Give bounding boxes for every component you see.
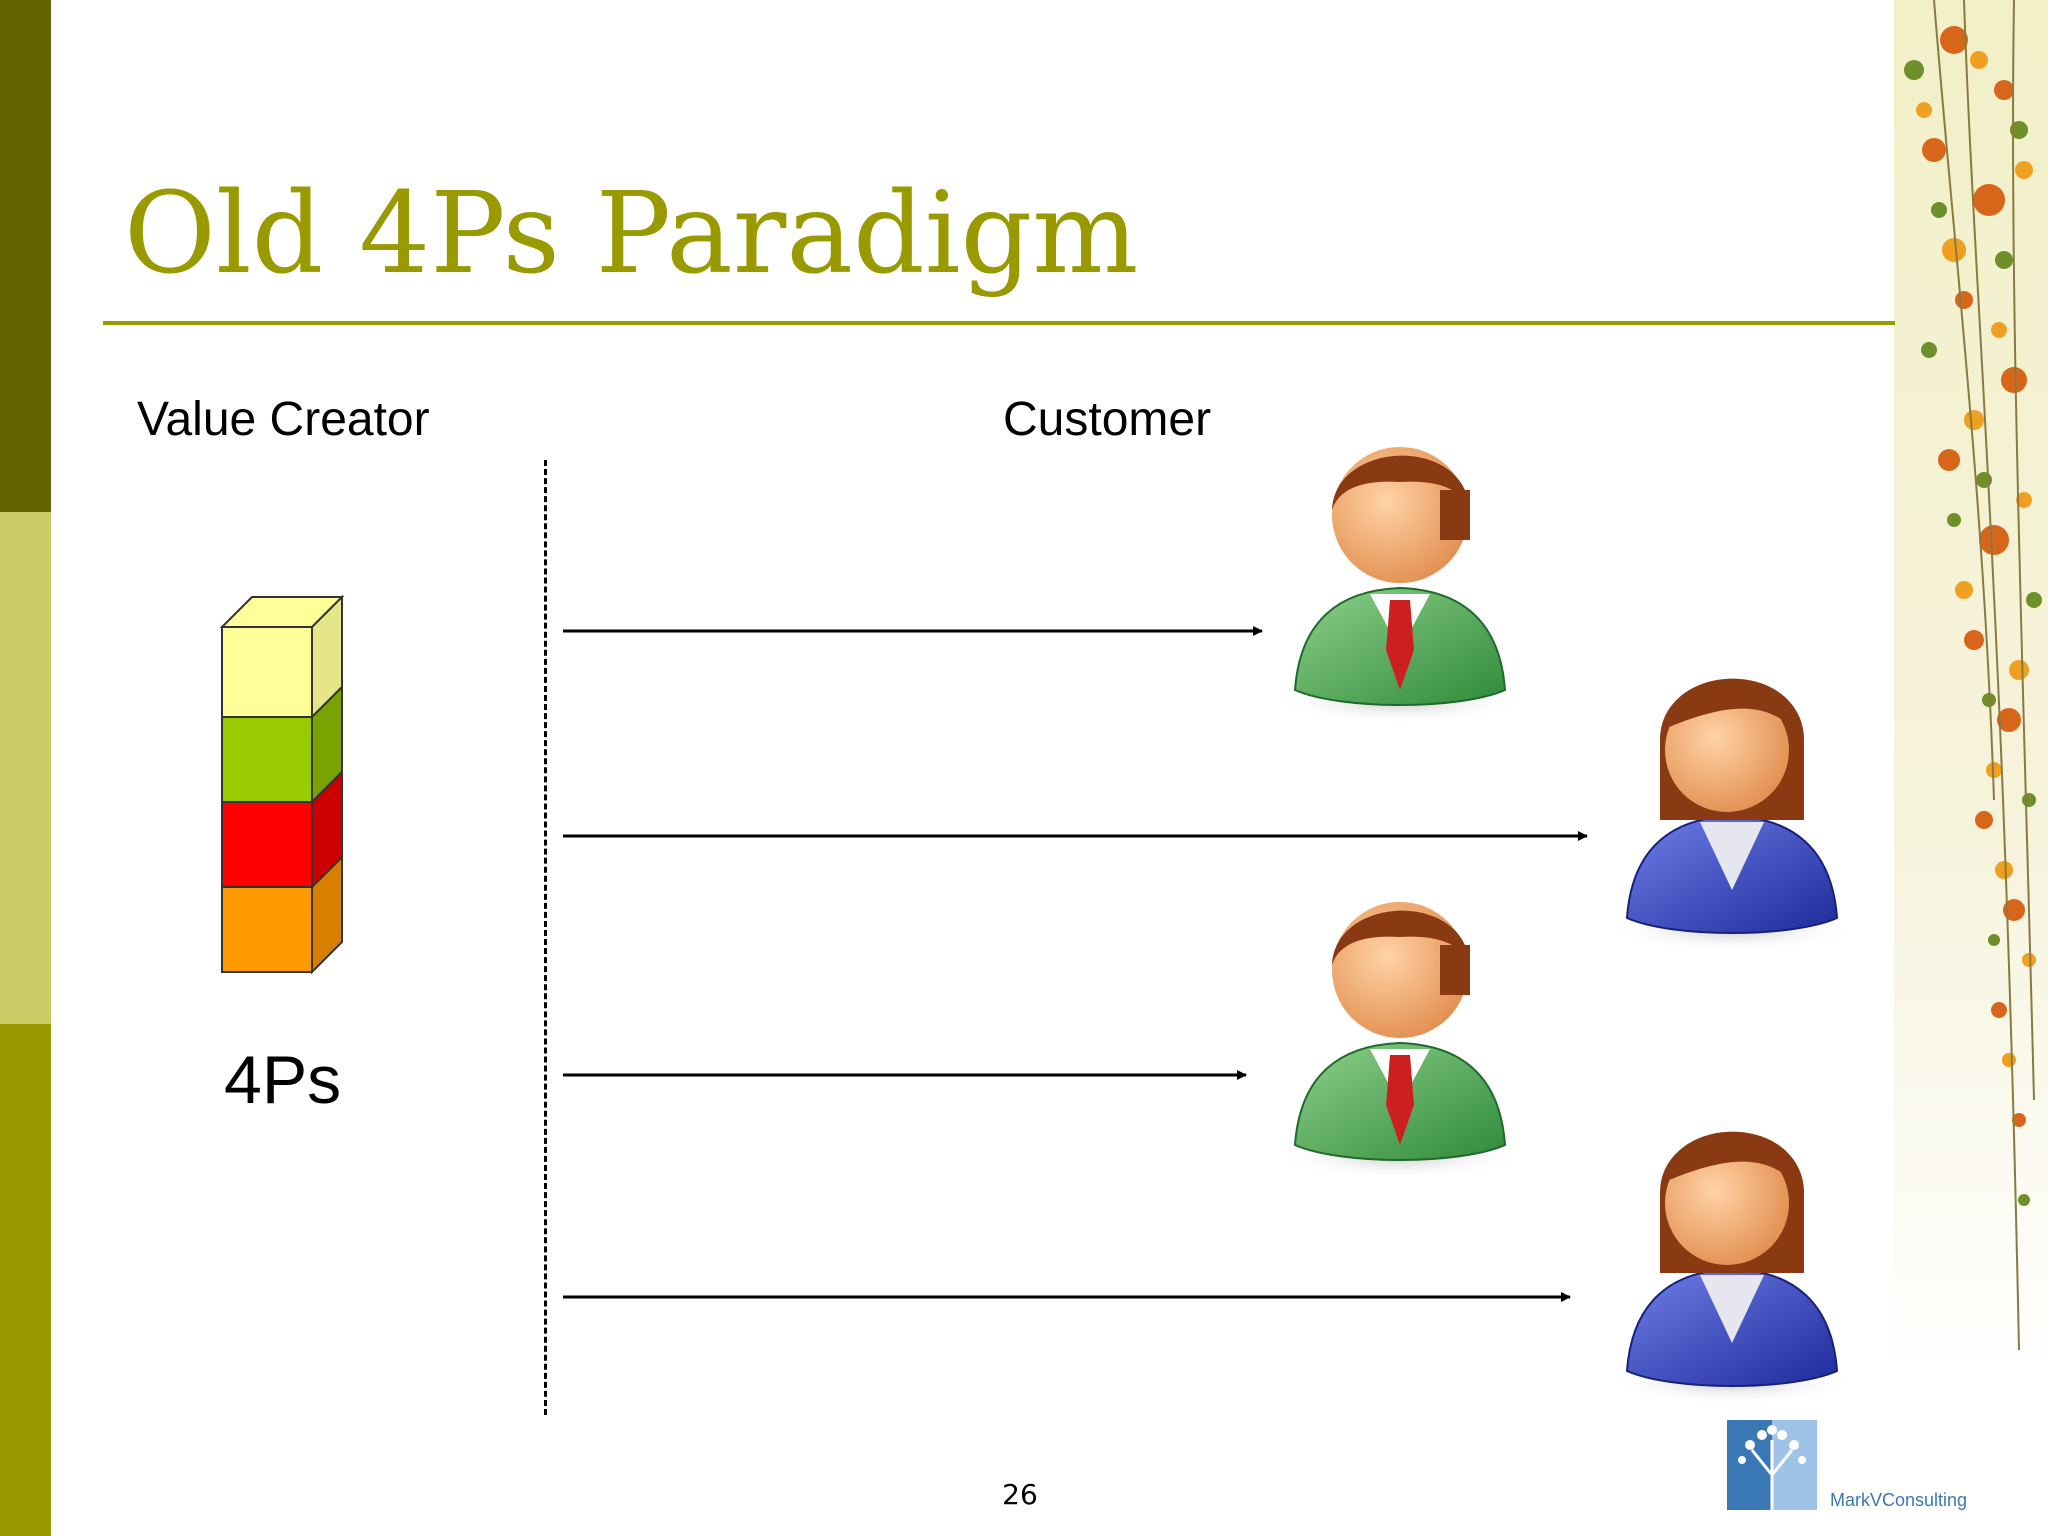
dashed-divider — [544, 460, 547, 1415]
arrows — [563, 626, 1588, 1302]
block-green — [221, 684, 343, 805]
four-ps-stack — [219, 594, 345, 975]
four-ps-label: 4Ps — [224, 1042, 342, 1118]
value-creator-label: Value Creator — [137, 393, 430, 446]
title-underline — [103, 321, 1895, 325]
female-customer-icon — [1607, 1131, 1857, 1405]
customer-label: Customer — [1003, 393, 1212, 446]
block-orange — [221, 854, 343, 975]
block-red — [221, 769, 343, 890]
male-customer-icon — [1275, 902, 1525, 1179]
male-customer-icon — [1275, 447, 1525, 724]
left-band-middle — [0, 512, 51, 1024]
female-customer-icon — [1607, 678, 1857, 952]
left-band-bottom — [0, 1024, 51, 1536]
floral-decoration — [1894, 0, 2048, 1380]
tree-logo-icon — [1727, 1420, 1817, 1510]
left-band-top — [0, 0, 51, 512]
slide-title: Old 4Ps Paradigm — [124, 169, 1139, 299]
logo-text: MarkVConsulting — [1830, 1490, 1968, 1510]
page-number: 26 — [1002, 1478, 1038, 1511]
block-yellow — [219, 594, 345, 720]
